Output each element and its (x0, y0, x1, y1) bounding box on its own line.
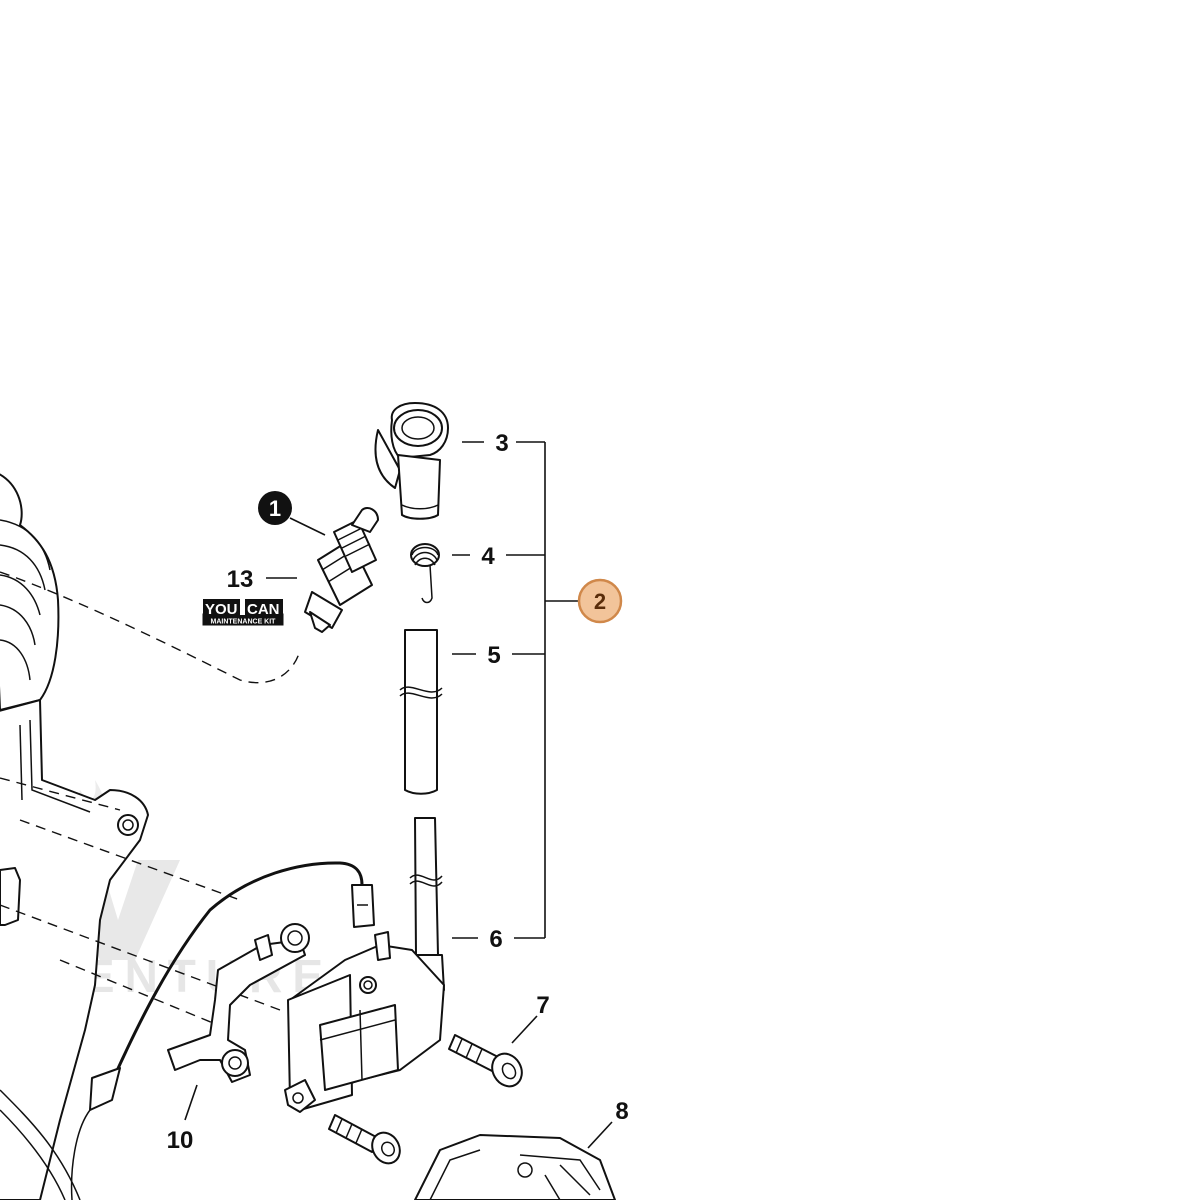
callout-13[interactable]: 13 (227, 566, 254, 593)
callout-labels: 1 2 3 4 5 6 7 8 10 13 (167, 430, 629, 1154)
spark-plug-boot (374, 402, 449, 520)
callout-7[interactable]: 7 (536, 992, 549, 1019)
ignition-module (284, 931, 445, 1113)
callout-leader-lines (184, 441, 613, 1149)
callout-1[interactable]: 1 (258, 491, 292, 525)
logo-maintenance-kit: MAINTENANCE KIT (211, 619, 277, 626)
ignition-lead-upper (399, 629, 443, 795)
callout-5[interactable]: 5 (487, 642, 500, 669)
callout-3[interactable]: 3 (495, 430, 508, 457)
callout-1-label: 1 (269, 496, 281, 521)
assembly-dashed-lines (0, 571, 301, 1031)
callout-2[interactable]: 2 (577, 578, 623, 624)
spark-plug (304, 507, 379, 633)
mounting-screw-upper (448, 1034, 523, 1088)
callout-10[interactable]: 10 (167, 1127, 194, 1154)
flywheel (414, 1134, 616, 1200)
logo-you: YOU (205, 601, 238, 618)
mounting-screw-lower (328, 1114, 401, 1165)
short-circuit-wire (70, 861, 375, 1200)
youcan-maintenance-kit-logo: YOU CAN MAINTENANCE KIT (202, 598, 284, 626)
callout-8[interactable]: 8 (615, 1098, 628, 1125)
ignition-spring (410, 543, 440, 604)
engine-housing (0, 473, 149, 1200)
callout-2-label: 2 (594, 589, 606, 614)
logo-can: CAN (247, 601, 280, 618)
callout-6[interactable]: 6 (489, 926, 502, 953)
callout-4[interactable]: 4 (481, 543, 495, 570)
